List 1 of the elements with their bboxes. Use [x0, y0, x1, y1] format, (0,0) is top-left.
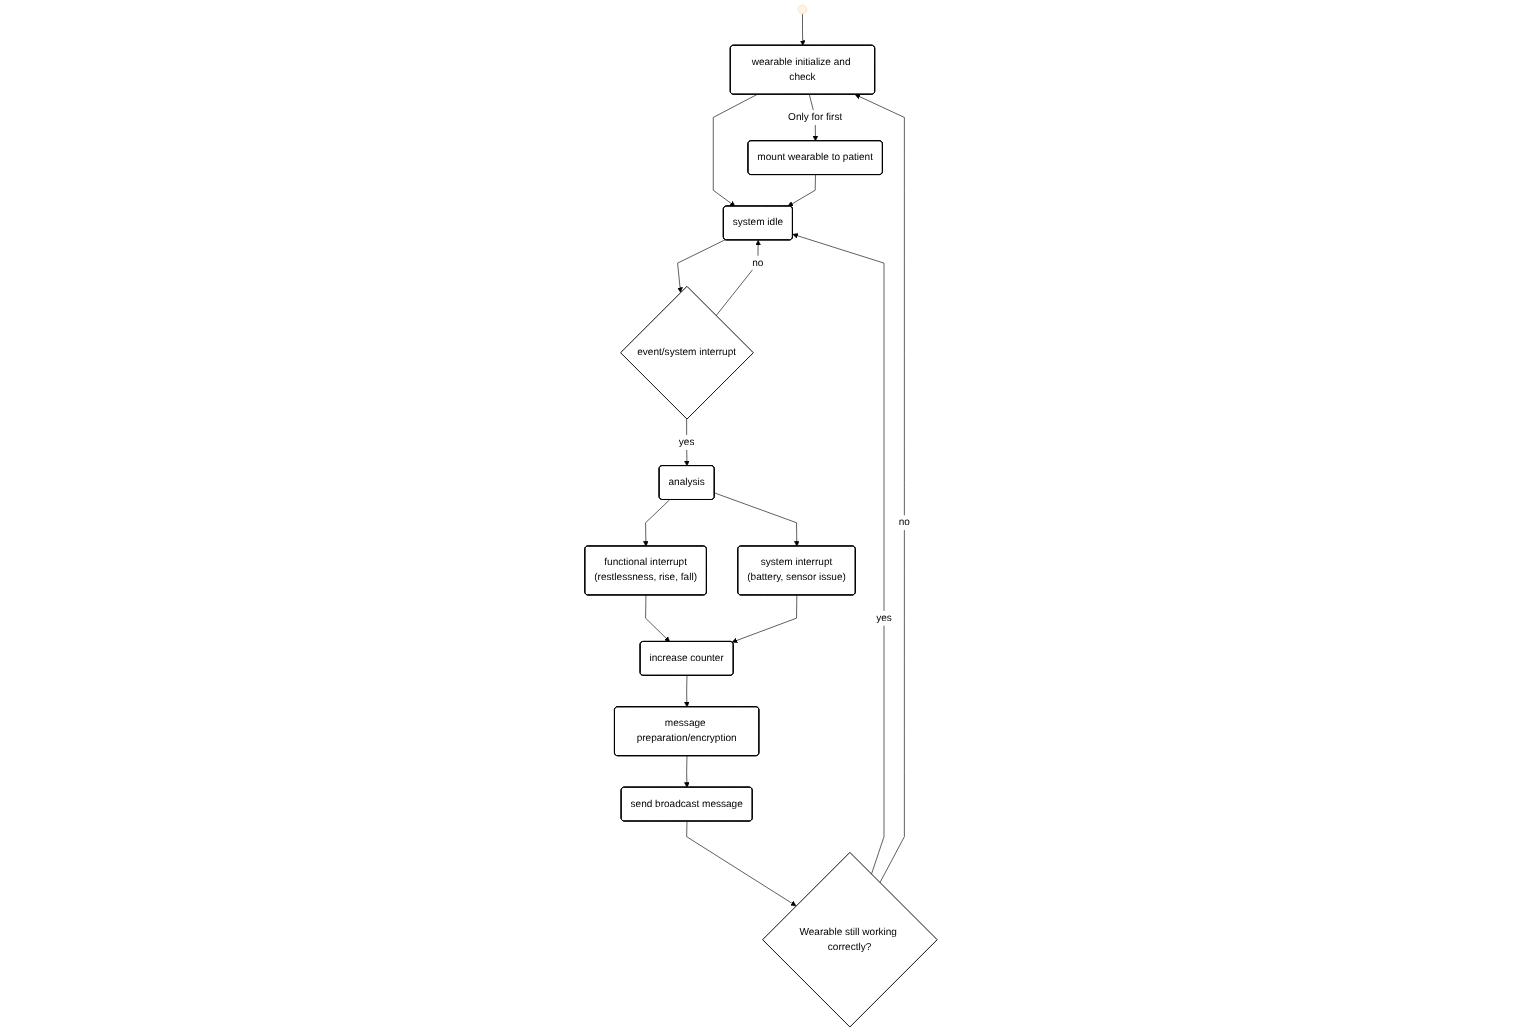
- node-circle: [797, 4, 808, 15]
